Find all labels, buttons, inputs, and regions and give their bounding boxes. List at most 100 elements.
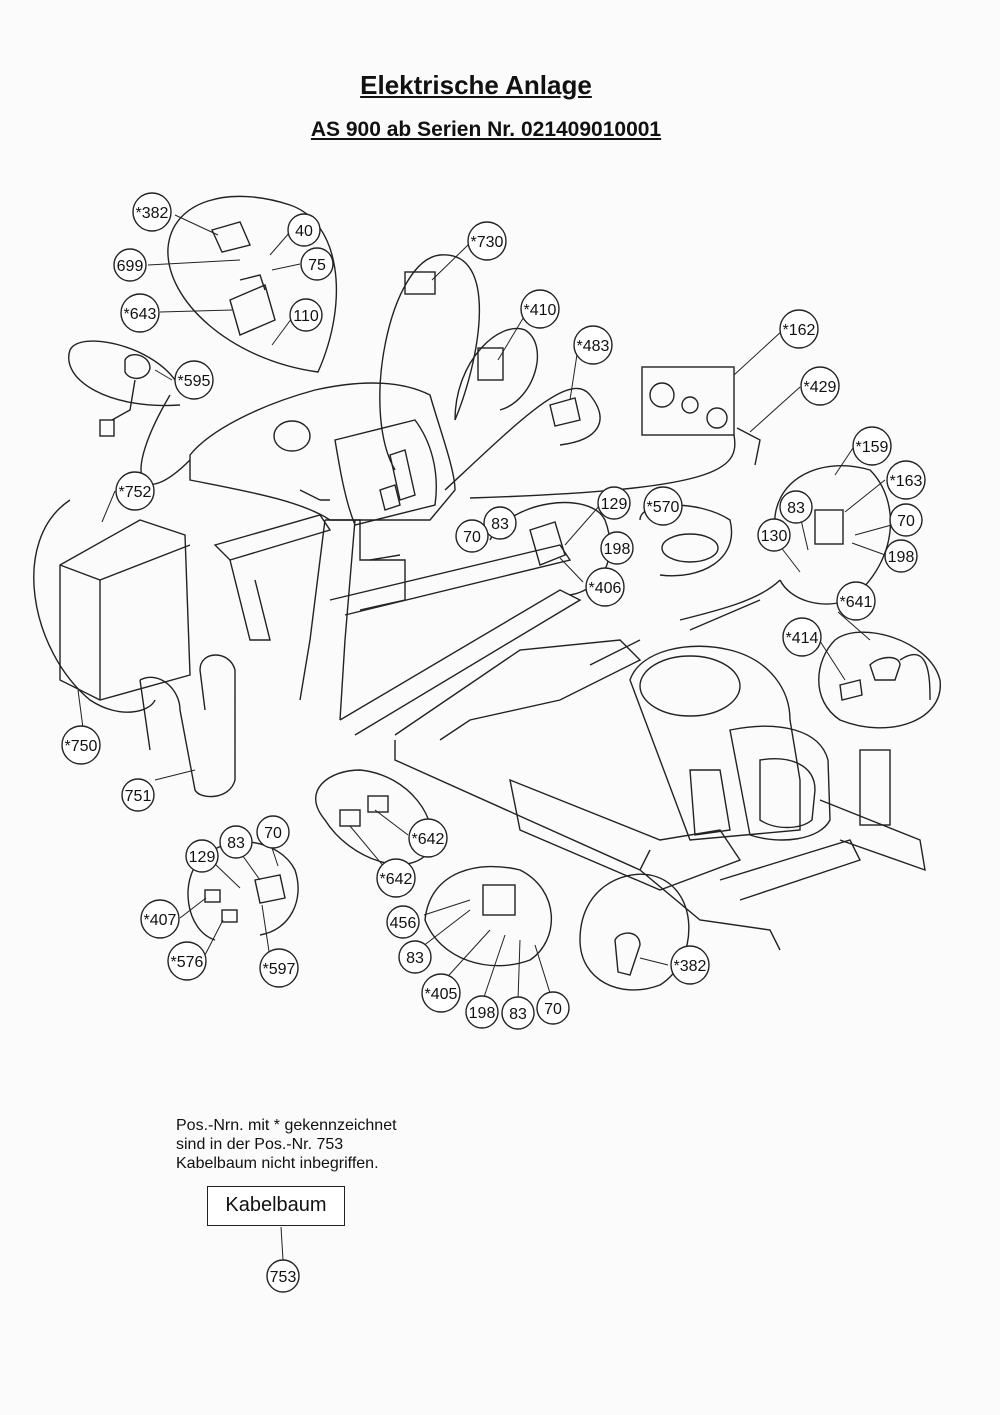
callout-label: *429 [804,379,837,396]
callout-bubble: *429 [800,366,840,406]
callout-label: *407 [144,912,177,929]
detail-bubble-642 [315,769,433,866]
detail-bubble-641 [818,631,941,729]
callout-label: 198 [604,541,631,558]
detail-bubble-163 [774,465,892,605]
connector-595 [124,354,151,379]
callout-bubble: *570 [643,486,683,526]
callout-label: *597 [263,961,296,978]
page-title: Elektrische Anlage [360,70,592,100]
callout-bubble: 75 [300,247,334,281]
callout-bubble: *163 [886,460,926,500]
callout-bubble: *643 [120,293,160,333]
callout-label: *730 [471,234,504,251]
callout-label: *382 [674,958,707,975]
callout-bubble: 456 [386,905,420,939]
callout-label: *414 [786,630,819,647]
footnote-line-1: Pos.-Nrn. mit * gekennzeichnet [176,1117,397,1134]
callout-bubble: *597 [259,948,299,988]
terminal-cap [211,221,251,253]
cable-harness-number: 753 [266,1259,300,1293]
callout-bubble: 699 [113,248,147,282]
callout-bubble: 198 [884,539,918,573]
callout-bubble: 751 [121,778,155,812]
callout-bubble: *595 [174,360,214,400]
callout-bubble: 130 [757,518,791,552]
callout-label: 699 [117,258,144,275]
callout-label: 83 [227,835,245,852]
battery-strap [139,654,236,798]
callout-bubble: *752 [115,471,155,511]
callout-label: 129 [189,849,216,866]
callout-bubble: *641 [836,581,876,621]
callout-bubble: 83 [483,506,517,540]
callout-bubble: *642 [376,858,416,898]
callout-label: *750 [65,738,98,755]
clip-576 [221,909,238,923]
switch-414 [839,679,863,701]
solenoid [229,284,276,336]
callout-label: 83 [491,516,509,533]
callout-label: *642 [380,871,413,888]
key [736,427,761,466]
callout-label: *641 [840,594,873,611]
battery [59,519,191,701]
callout-bubble: 110 [289,298,323,332]
sensor-641 [869,656,901,681]
ignition-switch [649,382,675,408]
callout-bubble: 83 [398,940,432,974]
switch-730 [404,271,436,295]
callout-bubble: 70 [455,519,489,553]
terminal-cap-382b [614,932,641,976]
switch-597 [254,874,286,904]
seat-switch-570 [661,533,719,563]
switch-406 [529,521,566,566]
callout-label: *576 [171,954,204,971]
callout-label: 70 [264,825,282,842]
dashboard-housing [189,382,456,521]
detail-box-162 [641,366,735,436]
callout-label: 198 [469,1005,496,1022]
callout-bubble: 70 [256,815,290,849]
detail-bubble-switch [167,195,338,373]
callout-label: 83 [787,500,805,517]
chassis-frame [213,514,332,561]
engine [629,645,801,841]
detail-bubble-730 [379,254,481,471]
detail-bubble-410 [454,327,539,421]
callout-bubble: *576 [167,941,207,981]
callout-bubble: *730 [467,221,507,261]
relay-163 [814,509,844,545]
callout-label: *570 [647,499,680,516]
clip-407 [204,889,221,903]
callout-bubble: *159 [852,426,892,466]
callout-bubble: 40 [287,213,321,247]
callout-label: 83 [509,1006,527,1023]
detail-bubble-483 [444,387,601,491]
switch-410 [477,347,504,381]
cable-harness-box: Kabelbaum [207,1186,345,1226]
callout-label: *162 [783,322,816,339]
callout-label: *382 [136,205,169,222]
callout-label: 129 [601,496,628,513]
callout-label: *752 [119,484,152,501]
callout-label: 110 [293,308,319,325]
callout-bubble: *410 [520,289,560,329]
callout-label: *642 [412,831,445,848]
callout-bubble: *414 [782,617,822,657]
callout-bubble: 129 [597,486,631,520]
callout-label: *410 [524,302,557,319]
callout-bubble: 83 [501,996,535,1030]
callout-bubble: 198 [600,531,634,565]
callout-bubble: 83 [219,825,253,859]
callout-bubble: 198 [465,995,499,1029]
socket-483 [549,397,581,427]
callout-bubble: *407 [140,899,180,939]
detail-bubble-752 [33,499,156,713]
callout-bubble: *483 [573,325,613,365]
footnote-line-2: sind in der Pos.-Nr. 753 [176,1136,344,1153]
detail-bubble-405 [424,865,552,967]
callout-bubble: *406 [585,567,625,607]
